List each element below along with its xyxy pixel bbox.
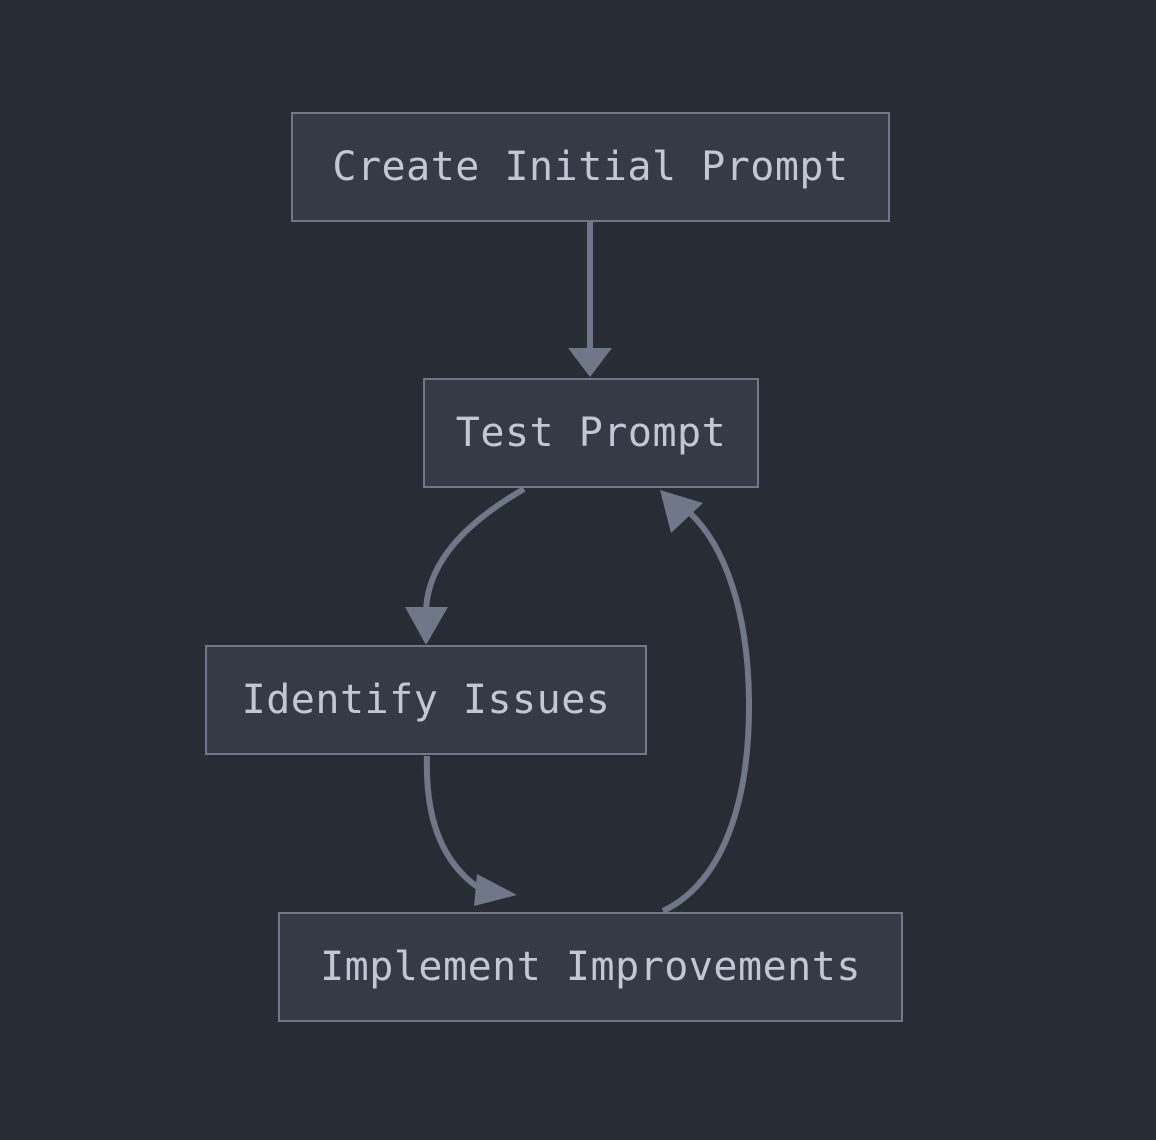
node-label: Test Prompt [455, 410, 727, 456]
arrowhead-test-to-issues [405, 607, 448, 645]
edge-create-to-test [568, 221, 612, 377]
edge-test-to-issues [405, 486, 526, 645]
edge-improve-to-test [660, 490, 753, 914]
node-identify-issues[interactable]: Identify Issues [205, 645, 647, 755]
arrowhead-create-to-test [568, 348, 612, 377]
node-test-prompt[interactable]: Test Prompt [423, 378, 759, 488]
node-label: Create Initial Prompt [332, 144, 849, 190]
node-label: Identify Issues [241, 677, 611, 723]
node-create-initial-prompt[interactable]: Create Initial Prompt [291, 112, 890, 222]
node-implement-improvements[interactable]: Implement Improvements [278, 912, 903, 1022]
edge-issues-to-improve [423, 755, 517, 906]
arrowhead-improve-to-test [660, 490, 703, 533]
node-label: Implement Improvements [320, 944, 861, 990]
arrowhead-issues-to-improve [474, 874, 517, 906]
